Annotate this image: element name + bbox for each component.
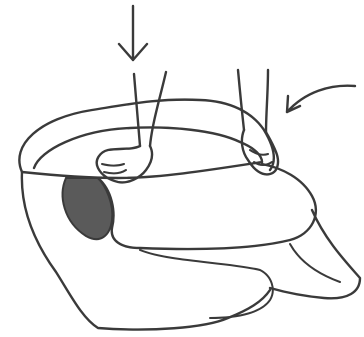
cushion-inner-ring [34,128,262,168]
curved-arrow-icon [287,86,355,112]
cushion-tail [270,210,360,298]
cushion-lower-fold [140,250,273,318]
down-arrow-icon [119,6,147,60]
cushion-tail-fold [290,244,340,282]
cushion-lower-body [22,172,270,330]
cushion-top-outline [19,100,274,172]
